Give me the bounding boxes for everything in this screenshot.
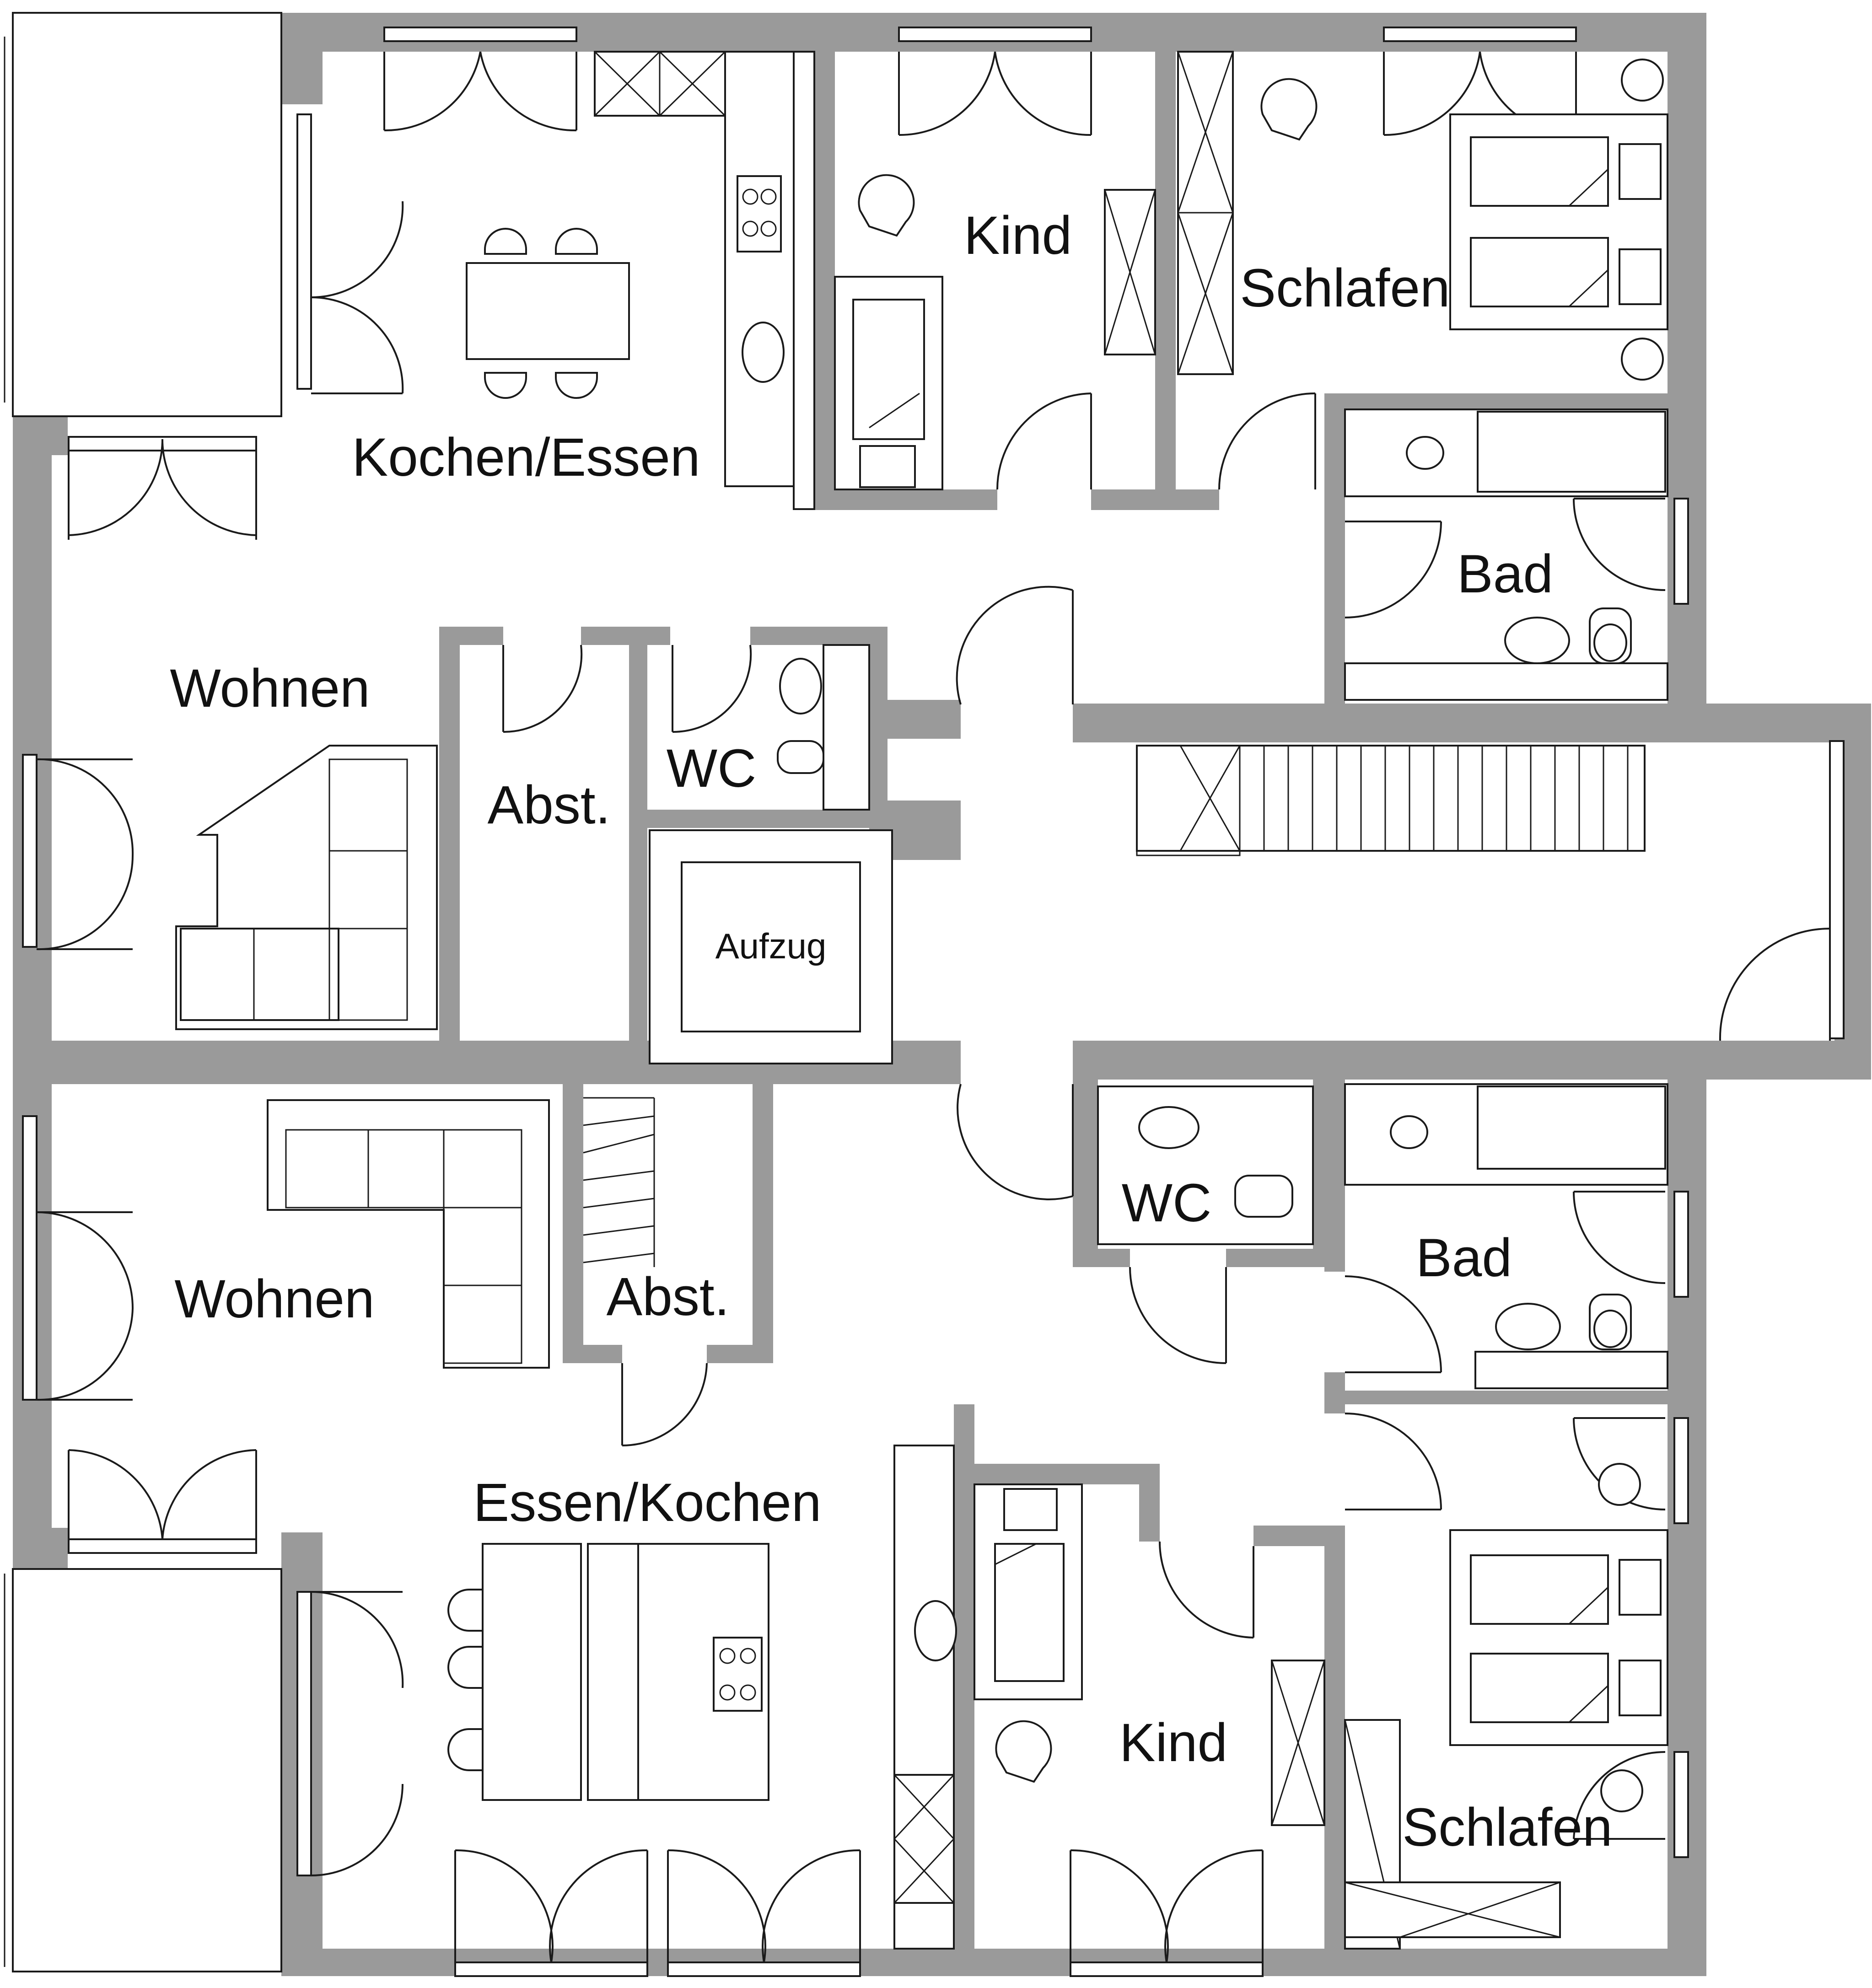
dining-table-top: [466, 262, 630, 360]
storage-lines-bottom: [583, 1097, 655, 1267]
door-swings: [36, 51, 1831, 1963]
label-abst-bottom: Abst.: [607, 1267, 730, 1327]
label-wc-bottom: WC: [1122, 1173, 1212, 1233]
label-schlafen-top: Schlafen: [1240, 258, 1450, 318]
cooktop-bottom: [713, 1637, 763, 1712]
elevator: Aufzug: [649, 829, 893, 1064]
label-wc-top: WC: [667, 738, 757, 799]
label-wohnen-top: Wohnen: [170, 658, 370, 719]
cooktop-top: [737, 175, 782, 253]
label-bad-bottom: Bad: [1416, 1228, 1512, 1288]
balconies: [4, 12, 282, 1972]
dining-table-bottom: [482, 1543, 582, 1801]
label-wohnen-bottom: Wohnen: [174, 1269, 374, 1329]
label-abst-top: Abst.: [488, 775, 611, 835]
interior-walls: [439, 52, 1668, 1949]
label-bad-top: Bad: [1457, 544, 1553, 604]
room-labels: Kochen/Essen Kind Schlafen Bad Wohnen Ab…: [170, 205, 1612, 1858]
staircase: [1136, 745, 1646, 856]
label-aufzug: Aufzug: [715, 926, 827, 966]
label-kochen-essen: Kochen/Essen: [352, 427, 700, 488]
windows: [22, 27, 1845, 1977]
label-essen-kochen: Essen/Kochen: [473, 1472, 822, 1533]
label-kind-top: Kind: [964, 205, 1072, 266]
sofa-bottom: [267, 1099, 550, 1369]
label-kind-bottom: Kind: [1119, 1713, 1227, 1773]
label-schlafen-bottom: Schlafen: [1402, 1797, 1612, 1858]
furniture-bottom: [267, 1083, 1668, 1950]
kitchen-sink-top: [742, 322, 785, 383]
furniture-top: [175, 51, 1668, 1030]
